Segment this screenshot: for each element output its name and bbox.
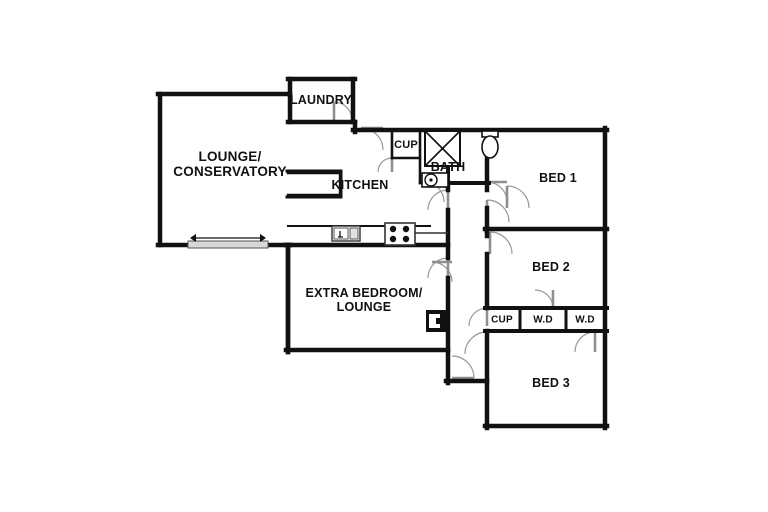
walls bbox=[155, 76, 610, 431]
door-hall-extra-arc bbox=[427, 257, 449, 279]
door-laundry-arc bbox=[333, 101, 353, 121]
door-hall-bed1-arc bbox=[486, 199, 510, 223]
door-cup-kitchen-arc bbox=[377, 157, 393, 173]
door-cup-hall-arc bbox=[468, 307, 488, 327]
door-bed-1-arc bbox=[506, 185, 530, 209]
bath-shower bbox=[424, 130, 461, 167]
door-bed-2-arc bbox=[489, 231, 513, 255]
bath-basin bbox=[421, 172, 449, 188]
kitchen-sink bbox=[331, 225, 361, 242]
door-swings bbox=[333, 101, 596, 379]
kitchen-counter-outline bbox=[286, 171, 342, 197]
lounge-sliding-door bbox=[187, 234, 269, 249]
door-hall-bottom-arc bbox=[451, 355, 475, 379]
door-bed-3-arc bbox=[464, 331, 488, 355]
fixtures bbox=[187, 130, 499, 332]
kitchen-hob bbox=[384, 222, 416, 246]
door-hall-kitchen-arc bbox=[427, 189, 449, 211]
wc-toilet bbox=[481, 130, 499, 159]
lounge-fireplace bbox=[426, 310, 448, 332]
kitchen-peninsula bbox=[285, 169, 343, 199]
door-wardrobe-2-arc bbox=[574, 331, 596, 353]
door-wardrobe-1-arc bbox=[534, 289, 554, 309]
door-leaves bbox=[332, 102, 597, 380]
